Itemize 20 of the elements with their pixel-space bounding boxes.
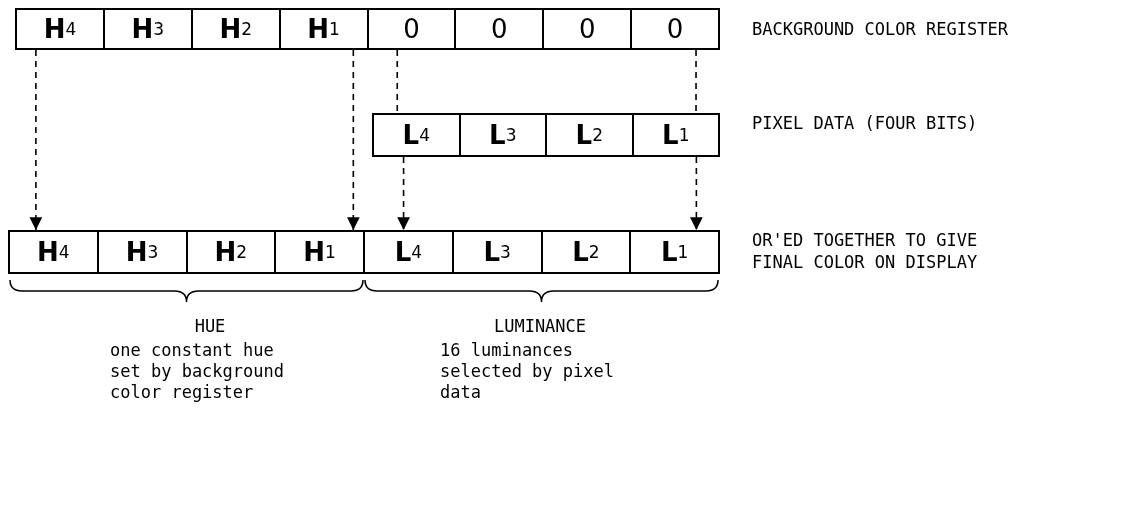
register-box [8, 230, 720, 274]
bit-cell: 0 [366, 10, 455, 48]
connector-line [695, 49, 697, 114]
group-description: one constant hue set by background color register [110, 340, 285, 403]
arrow [346, 49, 360, 231]
arrow [29, 49, 43, 231]
register-caption: BACKGROUND COLOR REGISTER [752, 18, 1009, 40]
group-heading: HUE [193, 316, 227, 337]
bit-cell: 0 [630, 10, 718, 48]
register-box [15, 8, 720, 50]
bit-cell: 0 [454, 10, 543, 48]
arrow [397, 156, 410, 231]
register-box [372, 113, 720, 157]
bit-cell: 0 [542, 10, 631, 48]
connector-line [396, 49, 399, 114]
arrow [690, 156, 703, 231]
group-description: 16 luminances selected by pixel data [440, 340, 615, 403]
register-caption: OR'ED TOGETHER TO GIVE FINAL COLOR ON DISPLAY [752, 229, 979, 273]
group-heading: LUMINANCE [492, 316, 588, 337]
register-caption: PIXEL DATA (FOUR BITS) [752, 112, 979, 134]
